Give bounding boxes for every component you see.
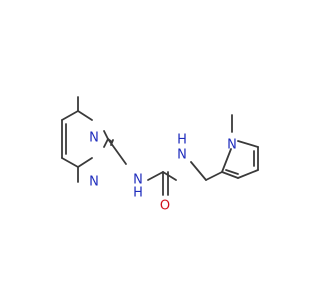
amine-n-label: N	[133, 173, 143, 188]
bond	[103, 130, 109, 140]
bond	[205, 171, 223, 181]
bond	[107, 138, 127, 165]
bond	[221, 148, 232, 173]
carbonyl-o-label: O	[160, 199, 170, 214]
bond	[237, 169, 259, 179]
pyrimidine-n-top-label: N	[89, 131, 99, 146]
pyrimidine-ring	[61, 96, 114, 183]
bond	[225, 169, 239, 175]
pyrrole-ring	[221, 114, 259, 179]
bond	[237, 140, 259, 148]
pyrimidine-n-bottom-label: N	[89, 175, 99, 190]
amide-h-label: H	[177, 133, 187, 148]
bond	[77, 110, 93, 121]
linker-chain	[107, 138, 223, 196]
bond	[61, 157, 79, 168]
bond	[103, 138, 109, 148]
bond	[221, 171, 239, 179]
pyrrole-n-label: N	[227, 138, 237, 153]
bond	[147, 171, 164, 181]
amide-n-label: N	[177, 148, 187, 163]
amine-h-label: H	[133, 186, 143, 201]
bond	[190, 161, 207, 181]
bond	[77, 157, 93, 168]
bond	[162, 171, 177, 181]
chemical-structure-diagram: N N N H N H O N	[61, 96, 259, 214]
bond	[61, 110, 79, 121]
